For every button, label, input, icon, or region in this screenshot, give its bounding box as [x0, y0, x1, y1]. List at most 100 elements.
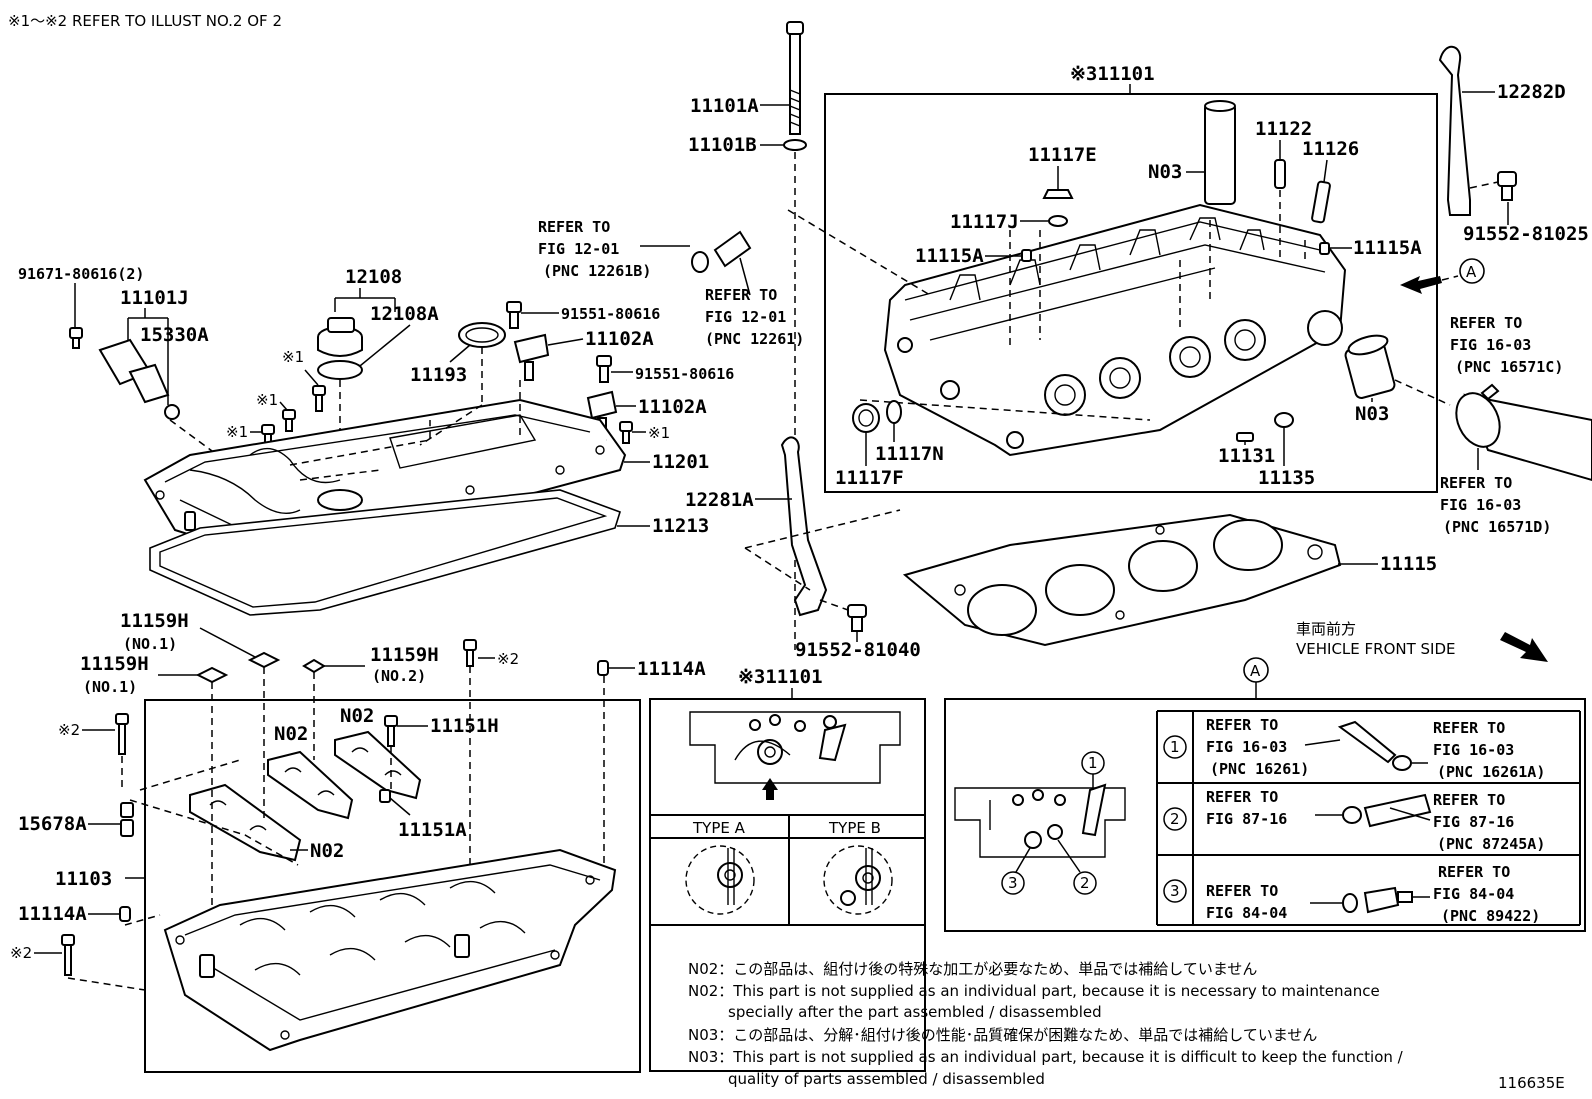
part-label-N02-c[interactable]: N02 — [310, 840, 344, 862]
part-label-11159H-a[interactable]: 11159H — [120, 610, 189, 632]
bolt-ref2-left-a[interactable] — [115, 713, 129, 755]
part-label-N02-a[interactable]: N02 — [274, 723, 308, 745]
plug-11117F[interactable] — [852, 403, 880, 433]
type-box-title[interactable]: ※311101 — [738, 666, 823, 688]
sensor-11102A-a[interactable] — [513, 333, 550, 381]
ocv-valve-15330A[interactable] — [98, 338, 180, 420]
part-label-11117E[interactable]: 11117E — [1028, 144, 1097, 166]
part-label-91551-b[interactable]: 91551-80616 — [635, 365, 734, 383]
part-label-11159H-b[interactable]: 11159H — [80, 653, 149, 675]
seal-11117J[interactable] — [1048, 215, 1068, 227]
bolt-ref2-left-b[interactable] — [61, 934, 75, 976]
refer-12261-fig[interactable]: FIG 12-01 — [705, 308, 786, 326]
part-label-11115A-left[interactable]: 11115A — [915, 245, 984, 267]
cylinder-head[interactable] — [883, 203, 1347, 457]
oil-filler-cap-12108[interactable] — [317, 317, 363, 357]
bolt-91552-81025[interactable] — [1497, 171, 1517, 201]
plug-15678A[interactable] — [120, 802, 134, 837]
part-label-15678A[interactable]: 15678A — [18, 813, 87, 835]
part-label-12281A[interactable]: 12281A — [685, 489, 754, 511]
part-label-15330A[interactable]: 15330A — [140, 324, 209, 346]
part-label-11101B[interactable]: 11101B — [688, 134, 757, 156]
part-label-11151H[interactable]: 11151H — [430, 715, 499, 737]
part-label-91552-81040[interactable]: 91552-81040 — [795, 639, 921, 661]
bracket-12281A[interactable] — [780, 436, 828, 617]
part-label-11117F[interactable]: 11117F — [835, 467, 904, 489]
bolt-ref1-a[interactable] — [312, 385, 326, 412]
refer-12261B-fig[interactable]: FIG 12-01 — [538, 240, 619, 258]
bracket-12282D[interactable] — [1438, 45, 1471, 216]
part-label-11159H-a-sub: (NO.1) — [123, 635, 177, 653]
bolt-ref1-b[interactable] — [282, 409, 296, 432]
part-label-11201[interactable]: 11201 — [652, 451, 709, 473]
part-label-11114A-a[interactable]: 11114A — [637, 658, 706, 680]
part-label-11159H-c-sub: (NO.2) — [372, 667, 426, 685]
part-label-11102A-a[interactable]: 11102A — [585, 328, 654, 350]
part-label-11101A[interactable]: 11101A — [690, 95, 759, 117]
detail-row-3-left-fig[interactable]: FIG 84-04 — [1206, 904, 1287, 922]
part-label-N02-b[interactable]: N02 — [340, 705, 374, 727]
part-label-11213[interactable]: 11213 — [652, 515, 709, 537]
refer-16571D-fig[interactable]: FIG 16-03 — [1440, 496, 1521, 514]
detail-row-2-left-fig[interactable]: FIG 87-16 — [1206, 810, 1287, 828]
pin-11115A-right[interactable] — [1319, 242, 1330, 255]
detail-row-3-right-fig[interactable]: FIG 84-04 — [1433, 885, 1514, 903]
part-label-11159H-c[interactable]: 11159H — [370, 644, 439, 666]
detail-row-2-right-fig[interactable]: FIG 87-16 — [1433, 813, 1514, 831]
bolt-91552-81040[interactable] — [847, 604, 867, 632]
part-label-N03-a[interactable]: N03 — [1148, 161, 1182, 183]
refer-16571C-fig[interactable]: FIG 16-03 — [1450, 336, 1531, 354]
pin-11115A-left[interactable] — [1021, 249, 1032, 262]
part-label-91551-a[interactable]: 91551-80616 — [561, 305, 660, 323]
washer-11159H-b[interactable] — [195, 666, 229, 684]
part-label-12108A[interactable]: 12108A — [370, 303, 439, 325]
part-label-11135[interactable]: 11135 — [1258, 467, 1315, 489]
part-label-11103[interactable]: 11103 — [55, 868, 112, 890]
part-label-11117N[interactable]: 11117N — [875, 443, 944, 465]
pin-11126[interactable] — [1311, 180, 1331, 224]
part-label-11114A-b[interactable]: 11114A — [18, 903, 87, 925]
bolt-91551-80616-a[interactable] — [506, 301, 522, 329]
pin-11151A[interactable] — [379, 789, 391, 803]
detail-row-1-right-fig[interactable]: FIG 16-03 — [1433, 741, 1514, 759]
bolt-ref1-d[interactable] — [619, 421, 633, 444]
plug-11114A-b[interactable] — [119, 906, 131, 922]
part-label-11115[interactable]: 11115 — [1380, 553, 1437, 575]
plate-11131[interactable] — [1236, 432, 1254, 442]
gasket-12108A[interactable] — [317, 360, 363, 380]
washer-11159H-c[interactable] — [302, 658, 326, 674]
part-label-11122[interactable]: 11122 — [1255, 118, 1312, 140]
bolt-ref2-top[interactable] — [463, 639, 477, 667]
seal-11117N[interactable] — [886, 400, 902, 424]
washer-11159H-a[interactable] — [247, 651, 281, 669]
bolt-91671-80616[interactable] — [69, 327, 83, 349]
part-label-91552-81025[interactable]: 91552-81025 — [1463, 223, 1589, 245]
part-label-11115A-right[interactable]: 11115A — [1353, 237, 1422, 259]
seal-11135[interactable] — [1274, 412, 1294, 428]
gasket-11213[interactable] — [149, 489, 621, 616]
part-label-11193[interactable]: 11193 — [410, 364, 467, 386]
part-label-11102A-b[interactable]: 11102A — [638, 396, 707, 418]
part-label-12108[interactable]: 12108 — [345, 266, 402, 288]
sleeve-N03-right — [1344, 334, 1396, 399]
pin-11122[interactable] — [1274, 159, 1286, 189]
part-label-11151A[interactable]: 11151A — [398, 819, 467, 841]
bolt-11151H[interactable] — [384, 715, 398, 747]
plug-11114A-a[interactable] — [597, 660, 609, 676]
head-gasket-11115[interactable] — [902, 513, 1342, 647]
part-label-11101J[interactable]: 11101J — [120, 287, 189, 309]
bolt-11101A[interactable] — [786, 21, 804, 135]
detail-row-1-left-fig[interactable]: FIG 16-03 — [1206, 738, 1287, 756]
washer-11101B[interactable] — [783, 139, 807, 151]
part-label-N03-b[interactable]: N03 — [1355, 403, 1389, 425]
cam-housing-11103[interactable] — [163, 848, 617, 1052]
part-label-11126[interactable]: 11126 — [1302, 138, 1359, 160]
cap-11117E[interactable] — [1042, 189, 1074, 199]
bolt-91551-80616-b[interactable] — [596, 355, 612, 383]
part-label-11101[interactable]: ※311101 — [1070, 63, 1155, 85]
part-label-91671[interactable]: 91671-80616(2) — [18, 265, 144, 283]
refer-16571C-title: REFER TO — [1450, 314, 1522, 332]
part-label-11131[interactable]: 11131 — [1218, 445, 1275, 467]
part-label-12282D[interactable]: 12282D — [1497, 81, 1566, 103]
part-label-11117J[interactable]: 11117J — [950, 211, 1019, 233]
